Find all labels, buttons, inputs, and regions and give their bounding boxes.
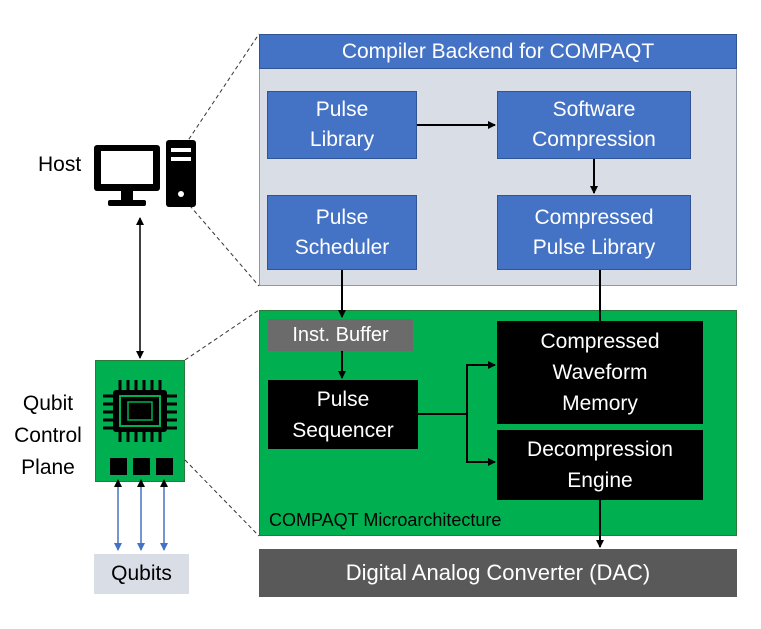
port-squares	[110, 458, 173, 475]
arrow-sequencer-to-memory	[418, 361, 496, 415]
host-label: Host	[38, 153, 82, 176]
compiler-backend-title: Compiler Backend for COMPAQT	[259, 34, 737, 69]
computer-icon	[94, 140, 196, 207]
dac-bar: Digital Analog Converter (DAC)	[259, 549, 737, 597]
arrow-sequencer-to-decompression	[466, 414, 496, 466]
compressed-pulse-library-box: Compressed Pulse Library	[497, 195, 691, 270]
pulse-sequencer-box: Pulse Sequencer	[268, 380, 418, 449]
compressed-waveform-memory-box: Compressed Waveform Memory	[497, 321, 703, 424]
pulse-library-box: Pulse Library	[267, 91, 417, 159]
qubit-control-plane-label: Qubit Control Plane	[14, 392, 82, 479]
decompression-engine-box: Decompression Engine	[497, 430, 703, 500]
microarchitecture-label: COMPAQT Microarchitecture	[269, 510, 502, 530]
chip-icon	[103, 380, 177, 442]
inst-buffer-box: Inst. Buffer	[268, 319, 413, 351]
qubits-box: Qubits	[94, 554, 189, 594]
software-compression-box: Software Compression	[497, 91, 691, 159]
qubit-lines	[114, 479, 168, 551]
pulse-scheduler-box: Pulse Scheduler	[267, 195, 417, 270]
zoom-lines	[184, 33, 260, 537]
